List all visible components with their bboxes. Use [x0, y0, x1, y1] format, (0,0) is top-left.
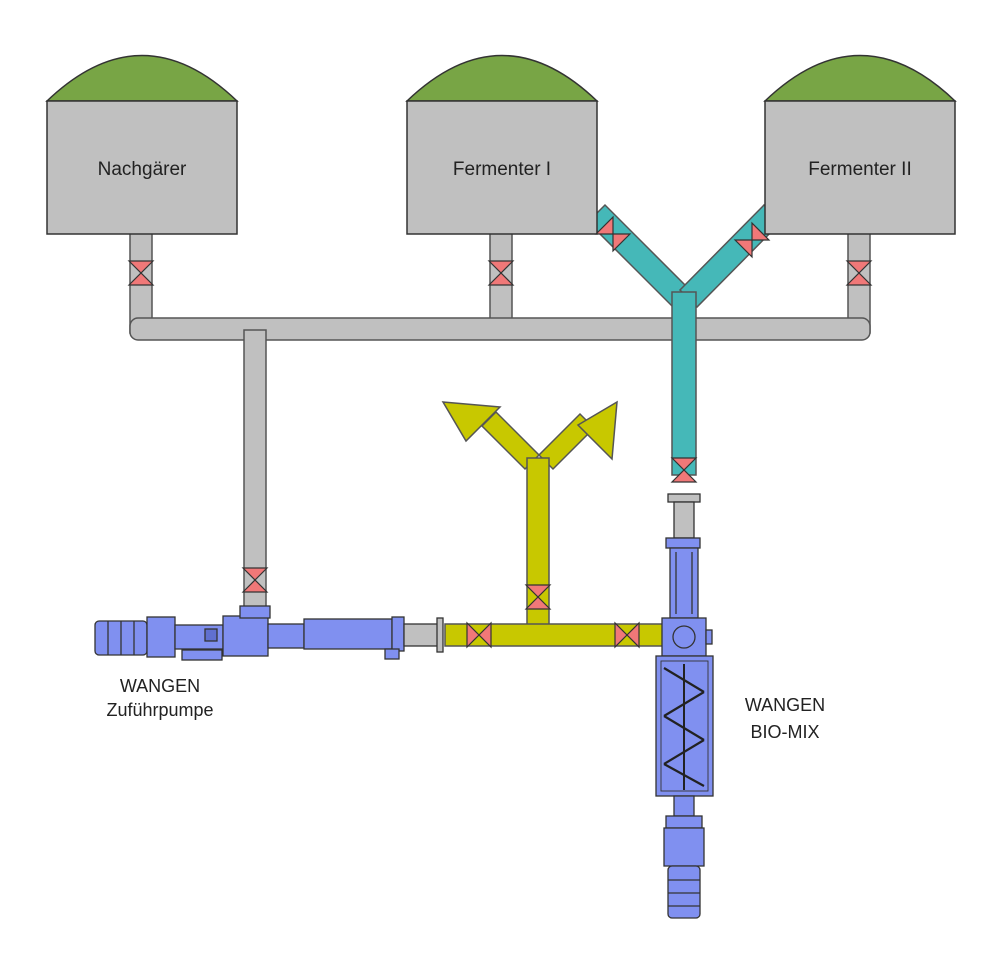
feed-pump-label-line1: WANGEN — [120, 676, 200, 696]
pump-gearbox — [146, 616, 176, 658]
teal-drop-pipe — [671, 291, 697, 476]
tank-nachgaerer: Nachgärer — [45, 54, 239, 235]
tank-roof — [763, 54, 957, 102]
biomix-label-line2: BIO-MIX — [750, 722, 819, 742]
pump-stator — [267, 623, 305, 649]
biomix-cutter-disc — [672, 625, 696, 649]
tank-roof — [45, 54, 239, 102]
yellow-right-arrowhead — [576, 400, 618, 461]
pump-body — [303, 618, 393, 650]
biomix-inlet-pipe — [673, 501, 695, 539]
biomix-inlet-flange — [667, 493, 701, 503]
biomix-gearbox — [663, 827, 705, 867]
tank-label: Nachgärer — [98, 159, 187, 180]
tank-roof — [405, 54, 599, 102]
tank-label: Fermenter II — [808, 159, 911, 180]
yellow-left-arrowhead — [441, 401, 502, 443]
tank-body — [764, 100, 956, 235]
pump-base-frame — [181, 649, 223, 661]
feed-pump-label-line2: Zuführpumpe — [106, 700, 213, 720]
tank-fermenter-1: Fermenter I — [405, 54, 599, 235]
biomix-label-line1: WANGEN — [745, 695, 825, 715]
tank-label: Fermenter I — [453, 159, 551, 180]
tank-fermenter-2: Fermenter II — [763, 54, 957, 235]
biomix-motor — [667, 865, 701, 919]
gray-header-pipe — [129, 317, 871, 341]
feed-pump — [94, 605, 444, 661]
tank-body — [406, 100, 598, 235]
tank-body — [46, 100, 238, 235]
pump-outlet-pipe — [403, 623, 439, 647]
biomix-machine — [655, 493, 714, 919]
biomix-feed-hopper — [669, 547, 699, 619]
pump-suction-housing — [222, 615, 269, 657]
yellow-pipe-network — [441, 400, 664, 647]
